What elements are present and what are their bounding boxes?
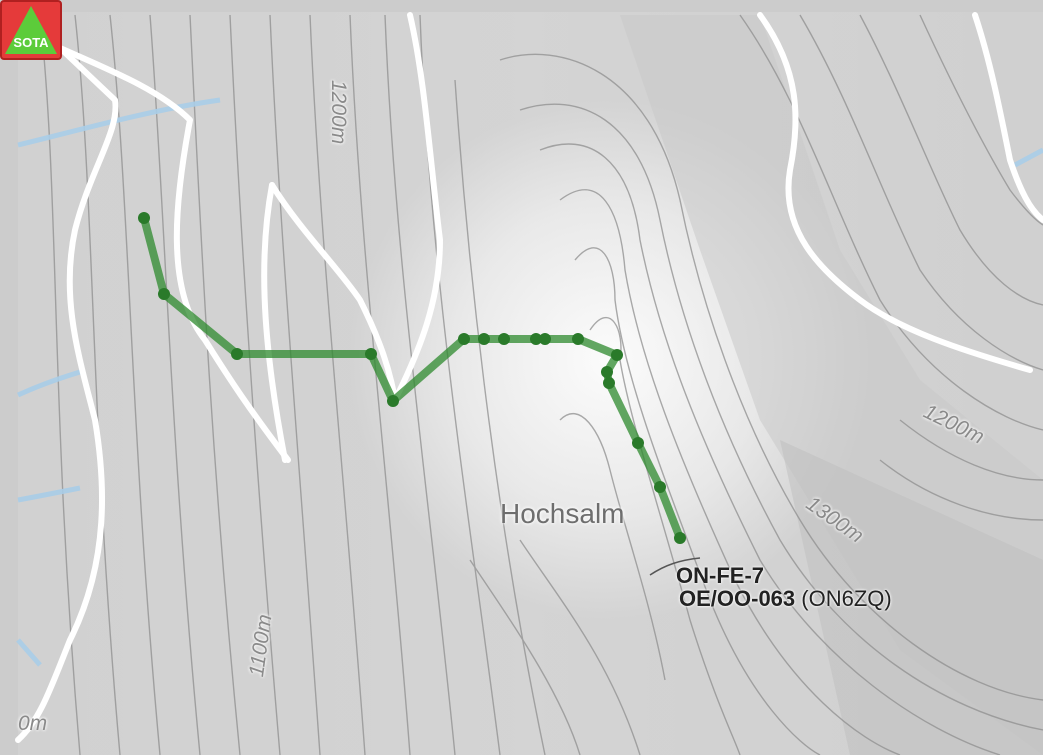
track-point[interactable] [611,349,623,361]
track-point[interactable] [674,532,686,544]
elev-label-1200-top: 1200m [327,80,350,145]
summit-label[interactable]: ON-FE-7 [676,563,764,588]
track-point[interactable] [387,395,399,407]
summit-ref-code: OE/OO-063 [679,586,796,611]
track-point[interactable] [231,348,243,360]
track-point[interactable] [530,333,542,345]
elev-label-edge: 0m [18,712,48,735]
sota-badge-text: SOTA [13,35,49,50]
track-point[interactable] [138,212,150,224]
track-point[interactable] [603,377,615,389]
track-points [138,212,686,544]
track-point[interactable] [654,481,666,493]
track-point[interactable] [478,333,490,345]
track-point[interactable] [498,333,510,345]
track-point[interactable] [601,366,613,378]
track-point[interactable] [458,333,470,345]
track-point[interactable] [632,437,644,449]
white-roads [15,12,1043,743]
track-point[interactable] [365,348,377,360]
gps-track[interactable] [138,212,686,544]
summit-activator: (ON6ZQ) [801,586,892,611]
track-point[interactable] [572,333,584,345]
leader-line [649,557,701,576]
summit-reference[interactable]: OE/OO-063 (ON6ZQ) [679,586,892,612]
sota-icon[interactable]: SOTA [0,0,62,60]
peak-name-label[interactable]: Hochsalm [500,498,625,529]
track-point[interactable] [158,288,170,300]
track-point[interactable] [539,333,551,345]
